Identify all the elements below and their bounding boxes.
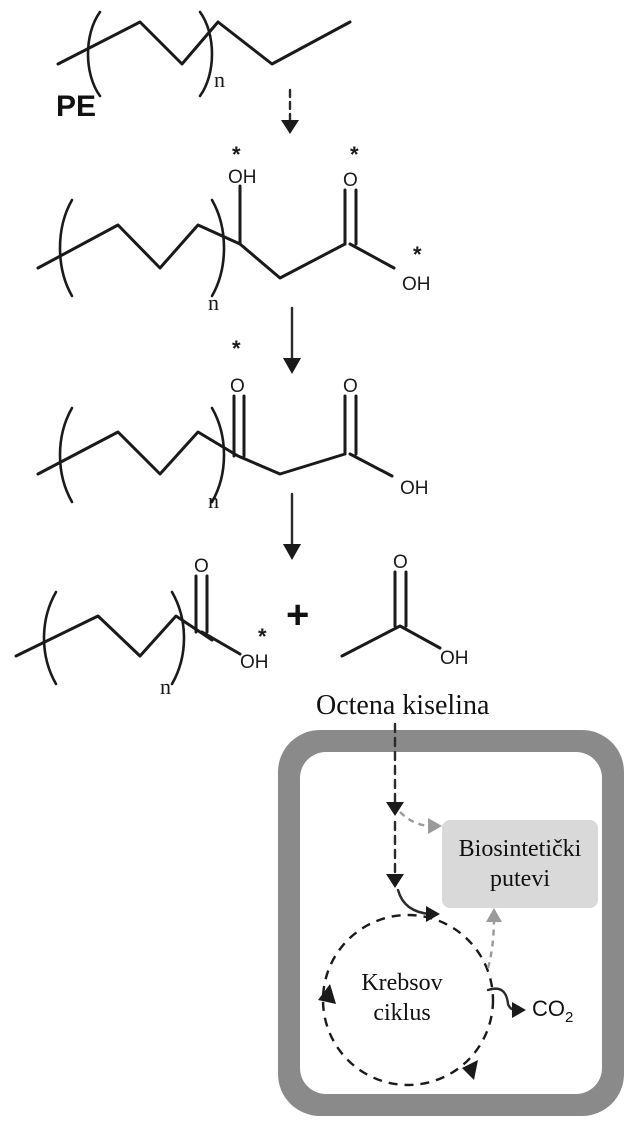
repeat-index: n: [208, 488, 219, 513]
radical-mark: *: [258, 624, 267, 649]
keto-oxygen-label: O: [230, 376, 245, 397]
radical-mark-acid: *: [413, 242, 422, 267]
oxygen-label: O: [393, 552, 408, 573]
bond-acid-oh: [200, 630, 242, 656]
chain: [36, 223, 347, 280]
krebs-label-line1: Krebsov: [361, 970, 442, 996]
arrow-3-head: [283, 544, 301, 560]
bond-c-oh-acid: [348, 242, 396, 270]
pe-label: PE: [56, 90, 96, 123]
chain: [36, 430, 347, 476]
radical-mark-hydroxyl: *: [232, 142, 241, 167]
chain: [340, 624, 442, 658]
left-bracket: [86, 10, 102, 98]
biosynthesis-label-line1: Biosintetički: [459, 836, 582, 862]
acid-hydroxyl-label: OH: [402, 274, 431, 295]
structure-hydroxy-acid: n OH O OH * * *: [36, 142, 431, 315]
dashed-arrow-1-head: [281, 120, 299, 134]
cycle-arrowhead-bottom: [462, 1060, 478, 1080]
structure-acetic-acid: O OH: [340, 552, 469, 669]
acid-oxygen-label: O: [343, 376, 358, 397]
cycle-arrowhead-left: [318, 984, 336, 1004]
cell-interior: [300, 752, 602, 1094]
co2-subscript: 2: [565, 1009, 573, 1026]
cycle-entry-arrow: [396, 888, 432, 916]
to-biosynthesis-arrow-head: [428, 818, 442, 834]
hydroxyl-label: OH: [228, 167, 257, 188]
structure-keto-acid: n O O OH *: [36, 336, 429, 513]
co2-release-arrow-head: [512, 1002, 526, 1018]
to-biosynthesis-arrow: [399, 811, 433, 828]
left-bracket: [58, 406, 74, 504]
hydroxyl-label: OH: [440, 648, 469, 669]
chain: [14, 614, 214, 658]
hydroxyl-label: OH: [240, 652, 269, 673]
repeat-index: n: [214, 67, 225, 92]
uptake-arrow-head: [386, 802, 404, 816]
krebs-cycle-circle: [321, 913, 495, 1087]
radical-mark-oxygen: *: [350, 142, 359, 167]
cycle-to-biosynthesis-arrow-head: [486, 908, 502, 922]
co2-main: CO: [532, 996, 565, 1021]
repeat-index: n: [208, 290, 219, 315]
bond-acid-oh: [348, 452, 394, 478]
to-krebs-arrow-head: [386, 874, 404, 888]
oxygen-label: O: [343, 170, 358, 191]
co2-label: CO2: [532, 996, 573, 1026]
acetic-acid-label: Octena kiselina: [316, 690, 490, 721]
arrow-2-head: [283, 358, 301, 374]
pe-chain: [56, 20, 352, 66]
repeat-index: n: [160, 674, 171, 699]
cycle-to-biosynthesis-arrow: [486, 917, 496, 969]
right-bracket: [198, 10, 214, 98]
left-bracket: [58, 198, 74, 298]
right-bracket: [170, 590, 186, 686]
biosynthesis-box: [442, 820, 598, 908]
structure-shortened-acid: n O OH *: [14, 556, 269, 699]
biosynthesis-label-line2: putevi: [490, 866, 550, 892]
plus-sign: +: [286, 593, 309, 637]
radical-mark-keto: *: [232, 336, 241, 361]
right-bracket: [210, 406, 226, 504]
structure-polyethylene: n PE: [56, 10, 352, 123]
acid-hydroxyl-label: OH: [400, 478, 429, 499]
right-bracket: [210, 198, 226, 298]
left-bracket: [42, 590, 58, 686]
oxygen-label: O: [194, 556, 209, 577]
krebs-label-line2: ciklus: [373, 1000, 430, 1026]
cell: [278, 730, 624, 1116]
